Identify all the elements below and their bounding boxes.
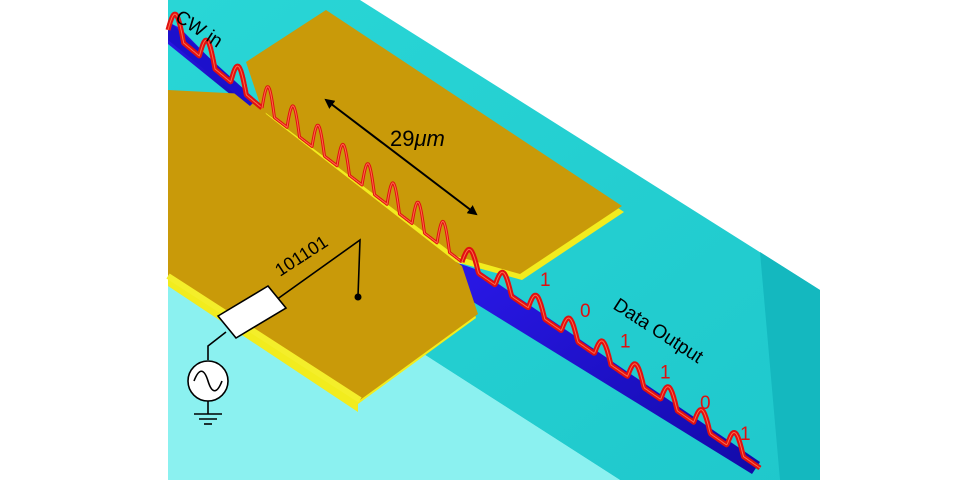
electrode-contact-dot (354, 293, 362, 301)
signal-wire-to-source (207, 331, 227, 360)
input-wave-highlight (167, 13, 263, 109)
output-bits: 1 0 1 1 0 1 (540, 270, 751, 445)
length-unit: μm (413, 126, 444, 151)
ground-icon (194, 401, 222, 425)
output-bit-0: 1 (540, 270, 551, 291)
output-bit-3: 1 (660, 362, 671, 383)
length-arrow (324, 98, 478, 216)
modulator-driver-box (216, 284, 288, 340)
output-wave-highlight (461, 248, 761, 469)
length-value: 29 (390, 126, 414, 151)
signal-wire-to-electrode (275, 238, 361, 301)
substrate-right-side (760, 252, 820, 480)
waveguide-output-section (455, 262, 760, 474)
signal-source-icon (187, 360, 229, 402)
output-bit-4: 0 (700, 393, 711, 414)
length-label: 29μm (390, 126, 445, 151)
output-bit-2: 1 (620, 332, 631, 353)
output-bit-1: 0 (580, 301, 591, 322)
electrode-signal-front-edge (166, 273, 362, 403)
output-bit-5: 1 (740, 424, 751, 445)
